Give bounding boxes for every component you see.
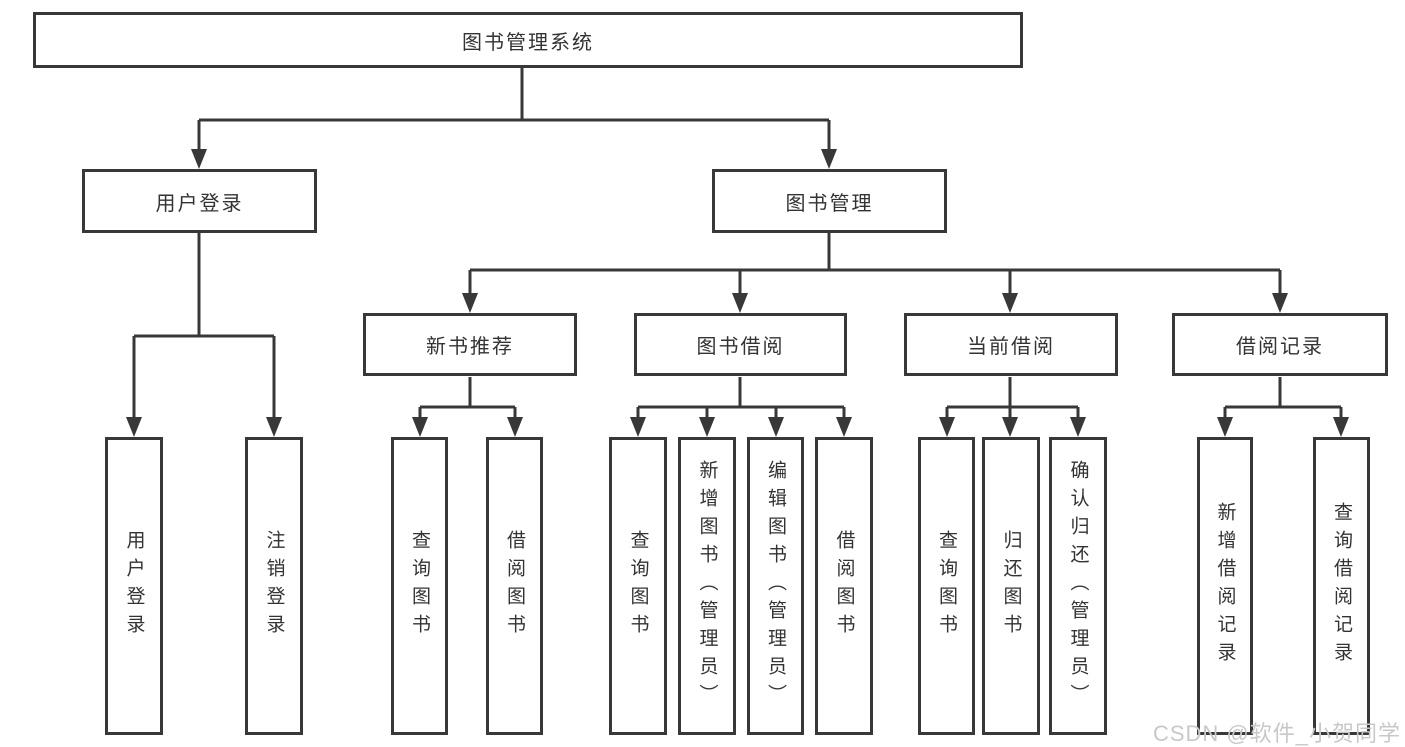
leaf-query-borrow-record: 查询借阅记录 [1313, 437, 1370, 735]
leaf-borrow-books: 借阅图书 [815, 437, 873, 735]
node-label: 图书管理系统 [462, 31, 594, 54]
leaf-confirm-return-admin: 确认归还（管理员） [1049, 437, 1107, 735]
node-new-book-recommendation: 新书推荐 [363, 313, 577, 376]
node-label: 图书借阅 [696, 336, 785, 358]
leaf-query-books: 查询图书 [609, 437, 667, 735]
leaf-query-books: 查询图书 [918, 437, 975, 735]
node-label: 图书管理 [785, 192, 874, 215]
leaf-user-login: 用户登录 [105, 437, 163, 735]
leaf-add-borrow-record: 新增借阅记录 [1197, 437, 1253, 735]
node-book-borrowing: 图书借阅 [634, 313, 847, 376]
node-label: 当前借阅 [967, 336, 1055, 358]
arrowhead-icons [126, 149, 1349, 437]
leaf-return-books: 归还图书 [982, 437, 1040, 735]
leaf-query-books: 查询图书 [391, 437, 448, 735]
node-book-management: 图书管理 [712, 169, 947, 233]
leaf-edit-book-admin: 编辑图书（管理员） [747, 437, 804, 735]
leaf-borrow-books: 借阅图书 [486, 437, 543, 735]
node-user-login: 用户登录 [82, 169, 317, 233]
leaf-logout: 注销登录 [245, 437, 303, 735]
node-library-system: 图书管理系统 [33, 12, 1023, 68]
node-current-borrowing: 当前借阅 [904, 313, 1118, 376]
node-label: 新书推荐 [426, 336, 514, 358]
leaf-add-book-admin: 新增图书（管理员） [678, 437, 736, 735]
csdn-watermark: CSDN @软件_小贺同学 [1152, 721, 1401, 746]
node-label: 用户登录 [155, 192, 244, 215]
node-label: 借阅记录 [1236, 336, 1324, 358]
node-borrowing-records: 借阅记录 [1172, 313, 1388, 376]
